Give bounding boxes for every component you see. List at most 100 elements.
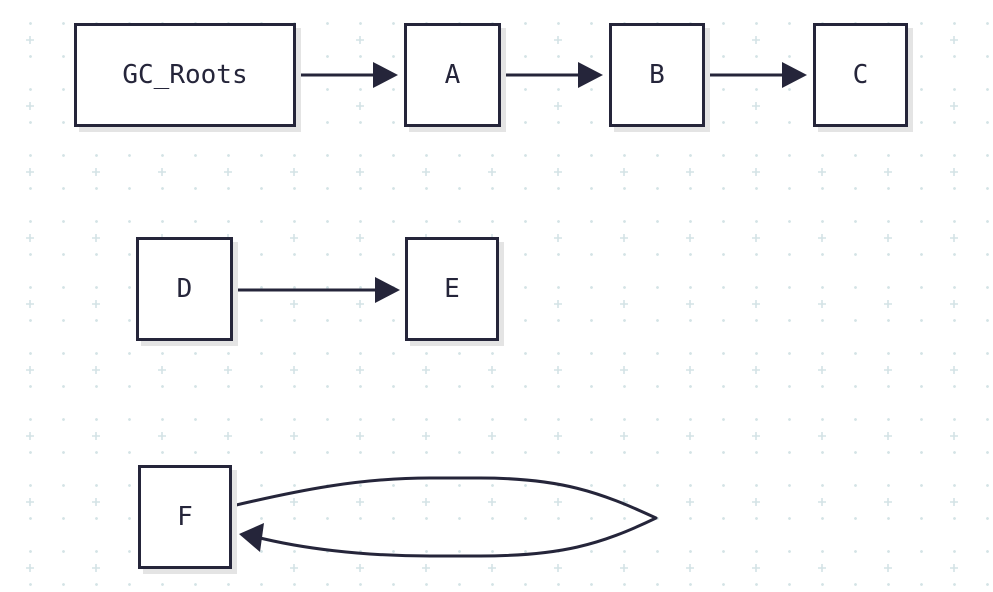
grid-plus-marker: [92, 168, 100, 176]
grid-plus-marker: [356, 366, 364, 374]
edge-f-self-loop: [231, 476, 658, 558]
grid-plus-marker: [686, 300, 694, 308]
grid-plus-marker: [26, 366, 34, 374]
grid-plus-marker: [884, 498, 892, 506]
grid-plus-marker: [752, 366, 760, 374]
grid-plus-marker: [422, 498, 430, 506]
grid-plus-marker: [554, 234, 562, 242]
grid-plus-marker: [884, 366, 892, 374]
grid-plus-marker: [92, 564, 100, 572]
arrowhead-b-to-c: [782, 62, 807, 88]
grid-plus-marker: [26, 498, 34, 506]
arrowhead-gc-roots-to-a: [373, 62, 398, 88]
grid-plus-marker: [92, 300, 100, 308]
grid-plus-marker: [686, 234, 694, 242]
grid-plus-marker: [554, 432, 562, 440]
grid-plus-marker: [950, 36, 958, 44]
grid-plus-marker: [686, 498, 694, 506]
grid-plus-marker: [818, 564, 826, 572]
grid-plus-marker: [950, 366, 958, 374]
grid-plus-marker: [356, 564, 364, 572]
grid-plus-marker: [752, 564, 760, 572]
node-a[interactable]: A: [404, 23, 501, 127]
grid-plus-marker: [752, 102, 760, 110]
grid-plus-marker: [752, 168, 760, 176]
grid-plus-marker: [554, 168, 562, 176]
grid-plus-marker: [884, 300, 892, 308]
grid-plus-marker: [422, 168, 430, 176]
grid-plus-marker: [422, 366, 430, 374]
grid-plus-marker: [620, 300, 628, 308]
grid-plus-marker: [488, 498, 496, 506]
grid-plus-marker: [290, 168, 298, 176]
grid-plus-marker: [290, 234, 298, 242]
grid-plus-marker: [620, 234, 628, 242]
grid-plus-marker: [554, 498, 562, 506]
grid-plus-marker: [92, 498, 100, 506]
grid-plus-marker: [620, 432, 628, 440]
grid-plus-marker: [290, 300, 298, 308]
node-gc-roots-label: GC_Roots: [122, 60, 248, 90]
grid-plus-marker: [884, 564, 892, 572]
grid-plus-marker: [752, 36, 760, 44]
grid-plus-marker: [950, 102, 958, 110]
grid-plus-marker: [950, 432, 958, 440]
node-a-label: A: [444, 60, 461, 90]
grid-plus-marker: [356, 300, 364, 308]
grid-plus-marker: [356, 234, 364, 242]
grid-plus-marker: [356, 36, 364, 44]
grid-plus-marker: [950, 234, 958, 242]
grid-plus-marker: [818, 366, 826, 374]
grid-plus-marker: [620, 366, 628, 374]
arrowhead-f-self-loop: [239, 523, 264, 552]
grid-plus-marker: [884, 168, 892, 176]
node-d[interactable]: D: [136, 237, 233, 341]
node-c-label: C: [852, 60, 869, 90]
grid-plus-marker: [884, 432, 892, 440]
grid-plus-marker: [224, 168, 232, 176]
grid-plus-marker: [554, 102, 562, 110]
node-e-label: E: [444, 274, 460, 304]
grid-plus-marker: [290, 564, 298, 572]
grid-plus-marker: [818, 234, 826, 242]
grid-plus-marker: [26, 168, 34, 176]
grid-plus-marker: [950, 564, 958, 572]
grid-plus-marker: [488, 432, 496, 440]
grid-plus-marker: [158, 366, 166, 374]
arrowhead-d-to-e: [375, 277, 400, 303]
node-e[interactable]: E: [405, 237, 499, 341]
grid-plus-marker: [554, 36, 562, 44]
grid-plus-marker: [950, 498, 958, 506]
grid-plus-marker: [92, 234, 100, 242]
grid-plus-marker: [884, 234, 892, 242]
grid-plus-marker: [356, 102, 364, 110]
grid-plus-marker: [818, 432, 826, 440]
grid-plus-marker: [818, 498, 826, 506]
node-b[interactable]: B: [609, 23, 705, 127]
grid-plus-marker: [620, 564, 628, 572]
grid-plus-marker: [554, 564, 562, 572]
grid-plus-marker: [92, 366, 100, 374]
grid-plus-marker: [92, 432, 100, 440]
node-gc-roots[interactable]: GC_Roots: [74, 23, 296, 127]
grid-plus-marker: [752, 300, 760, 308]
grid-plus-marker: [158, 432, 166, 440]
grid-plus-marker: [26, 234, 34, 242]
node-c[interactable]: C: [813, 23, 908, 127]
grid-plus-marker: [488, 168, 496, 176]
grid-plus-marker: [26, 102, 34, 110]
grid-plus-marker: [26, 300, 34, 308]
node-d-label: D: [176, 274, 193, 304]
grid-plus-marker: [686, 564, 694, 572]
grid-plus-marker: [752, 498, 760, 506]
node-f[interactable]: F: [138, 465, 232, 569]
grid-plus-marker: [950, 300, 958, 308]
grid-plus-marker: [950, 168, 958, 176]
grid-plus-marker: [686, 168, 694, 176]
grid-plus-marker: [620, 168, 628, 176]
grid-plus-marker: [356, 168, 364, 176]
grid-plus-marker: [554, 366, 562, 374]
grid-plus-marker: [422, 432, 430, 440]
grid-plus-marker: [422, 564, 430, 572]
